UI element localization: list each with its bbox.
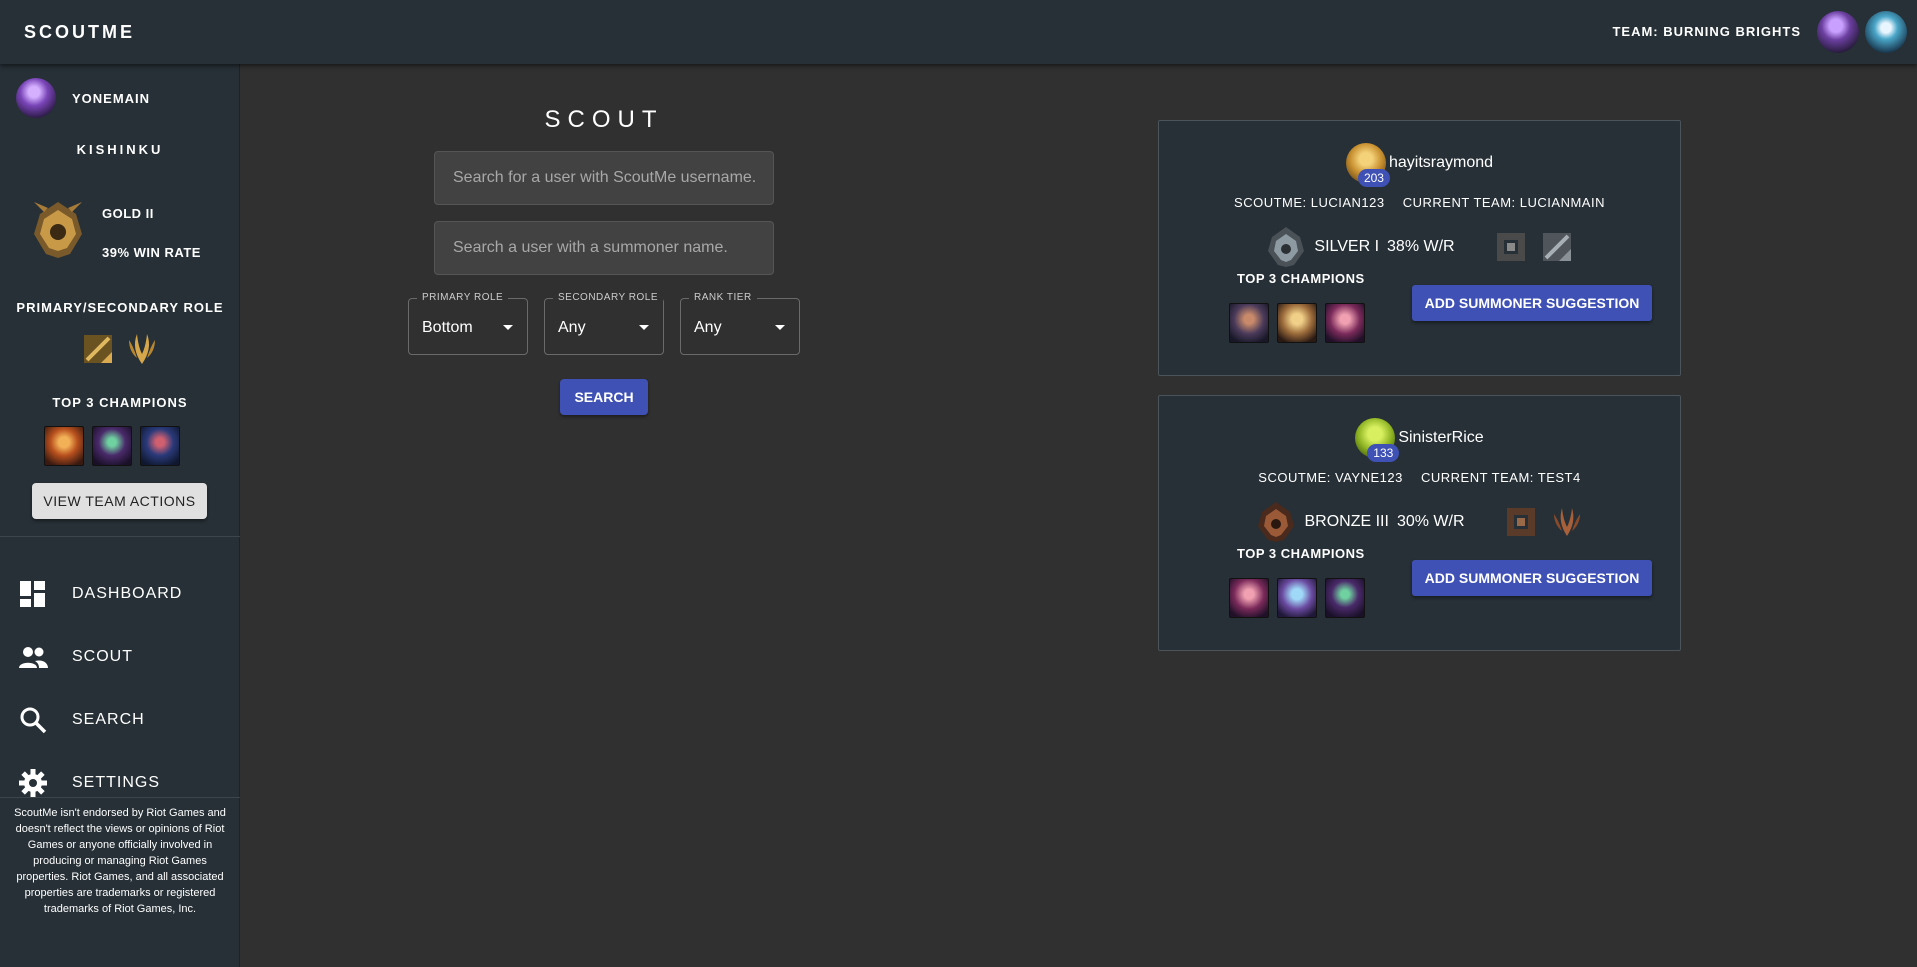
roles-label: PRIMARY/SECONDARY ROLE	[16, 300, 224, 315]
page-title: SCOUT	[544, 106, 664, 133]
divider	[0, 536, 240, 537]
bottom-role-icon	[1542, 233, 1571, 261]
champion-portrait	[1277, 303, 1317, 343]
secondary-role-value: Any	[558, 319, 586, 336]
top3-label: TOP 3 CHAMPIONS	[1237, 271, 1365, 286]
summoner-rank: SILVER I	[1314, 238, 1380, 255]
summoner-name-input[interactable]	[434, 221, 774, 275]
summoner-roles	[1495, 231, 1573, 263]
people-icon	[19, 647, 48, 668]
level-badge: 203	[1357, 169, 1390, 187]
team-avatar[interactable]	[1817, 11, 1859, 53]
top-champions	[1229, 578, 1365, 618]
avatar	[16, 78, 56, 118]
card-header: 203 hayitsraymond	[1159, 143, 1680, 187]
primary-role-value: Bottom	[422, 319, 473, 336]
champion-portrait	[1277, 578, 1317, 618]
primary-role-select[interactable]: PRIMARY ROLE Bottom	[408, 292, 528, 355]
summoner-name: SinisterRice	[1398, 429, 1484, 446]
mid-role-icon	[1496, 233, 1525, 261]
chevron-down-icon	[775, 325, 785, 330]
summoner-avatar: 203	[1345, 143, 1390, 187]
primary-role-label: PRIMARY ROLE	[417, 292, 509, 303]
nav-dashboard-label: DASHBOARD	[72, 585, 183, 602]
search-icon	[20, 707, 47, 734]
champion-portrait	[1229, 303, 1269, 343]
sidebar-username: YONEMAIN	[72, 90, 151, 106]
scoutme-username-input[interactable]	[434, 151, 774, 205]
scoutme-username: SCOUTME: VAYNE123	[1258, 470, 1403, 485]
summoner-card: 203 hayitsraymond SCOUTME: LUCIAN123 CUR…	[1158, 120, 1681, 376]
role-icons	[0, 332, 240, 366]
sidebar-user: YONEMAIN	[16, 76, 150, 120]
champion-portrait	[140, 426, 180, 466]
secondary-role-label: SECONDARY ROLE	[553, 292, 663, 303]
current-team: CURRENT TEAM: LUCIANMAIN	[1402, 195, 1605, 210]
champion-portrait	[1229, 578, 1269, 618]
card-header: 133 SinisterRice	[1159, 418, 1680, 462]
top-champions	[1229, 303, 1365, 343]
divider	[0, 797, 240, 798]
nav-scout-label: SCOUT	[72, 648, 133, 665]
rank-row: SILVER I 38% W/R	[1159, 225, 1680, 269]
user-avatar[interactable]	[1865, 11, 1907, 53]
summoner-winrate: 38% W/R	[1387, 238, 1455, 255]
nav-scout[interactable]: SCOUT	[0, 626, 240, 688]
jungle-role-icon	[1553, 508, 1580, 536]
jungle-role-icon	[129, 334, 155, 364]
rank-tier-select[interactable]: RANK TIER Any	[680, 292, 800, 355]
nav-settings-label: SETTINGS	[72, 774, 161, 791]
chevron-down-icon	[503, 325, 513, 330]
summoner-roles	[1505, 506, 1583, 538]
summoner-name: hayitsraymond	[1388, 154, 1494, 171]
rank-tier-label: RANK TIER	[689, 292, 757, 303]
sidebar-rank: GOLD II	[102, 206, 154, 221]
nav-settings[interactable]: SETTINGS	[0, 752, 240, 814]
view-team-actions-button[interactable]: VIEW TEAM ACTIONS	[32, 483, 207, 519]
silver-rank-icon	[1268, 227, 1305, 267]
level-badge: 133	[1367, 444, 1400, 462]
add-summoner-suggestion-button[interactable]: ADD SUMMONER SUGGESTION	[1412, 285, 1652, 321]
secondary-role-select[interactable]: SECONDARY ROLE Any	[544, 292, 664, 355]
gear-icon	[19, 769, 47, 797]
champion-portrait	[44, 426, 84, 466]
champion-portrait	[92, 426, 132, 466]
sidebar-summoner-name: KISHINKU	[76, 142, 164, 157]
top3-label: TOP 3 CHAMPIONS	[1237, 546, 1365, 561]
chevron-down-icon	[639, 325, 649, 330]
search-button[interactable]: SEARCH	[560, 379, 648, 415]
summoner-avatar: 133	[1355, 418, 1400, 462]
app-brand[interactable]: SCOUTME	[24, 22, 135, 42]
mid-role-icon	[1506, 508, 1535, 536]
riot-disclaimer: ScoutMe isn't endorsed by Riot Games and…	[14, 807, 226, 915]
summoner-winrate: 30% W/R	[1396, 513, 1465, 530]
current-team-label: TEAM: BURNING BRIGHTS	[1612, 24, 1801, 39]
top-champions	[44, 426, 180, 466]
rank-row: BRONZE III 30% W/R	[1159, 500, 1680, 544]
nav-dashboard[interactable]: DASHBOARD	[0, 563, 240, 625]
gold-rank-icon	[34, 202, 82, 258]
top3-label: TOP 3 CHAMPIONS	[52, 395, 188, 410]
summoner-card: 133 SinisterRice SCOUTME: VAYNE123 CURRE…	[1158, 395, 1681, 651]
dashboard-icon	[20, 581, 45, 607]
scoutme-username: SCOUTME: LUCIAN123	[1234, 195, 1385, 210]
sidebar: YONEMAIN KISHINKU GOLD II 39% WIN RATE P…	[0, 64, 240, 967]
app-bar: SCOUTME TEAM: BURNING BRIGHTS	[0, 0, 1917, 64]
bottom-role-icon	[84, 335, 112, 363]
rank-tier-value: Any	[694, 319, 722, 336]
bronze-rank-icon	[1258, 502, 1295, 542]
card-meta: SCOUTME: LUCIAN123 CURRENT TEAM: LUCIANM…	[1159, 195, 1680, 210]
champion-portrait	[1325, 303, 1365, 343]
nav-search-label: SEARCH	[72, 711, 145, 728]
nav-search[interactable]: SEARCH	[0, 689, 240, 751]
sidebar-win-rate: 39% WIN RATE	[102, 245, 201, 260]
summoner-rank: BRONZE III	[1304, 513, 1389, 530]
add-summoner-suggestion-button[interactable]: ADD SUMMONER SUGGESTION	[1412, 560, 1652, 596]
champion-portrait	[1325, 578, 1365, 618]
card-meta: SCOUTME: VAYNE123 CURRENT TEAM: TEST4	[1159, 470, 1680, 485]
current-team: CURRENT TEAM: TEST4	[1420, 470, 1581, 485]
